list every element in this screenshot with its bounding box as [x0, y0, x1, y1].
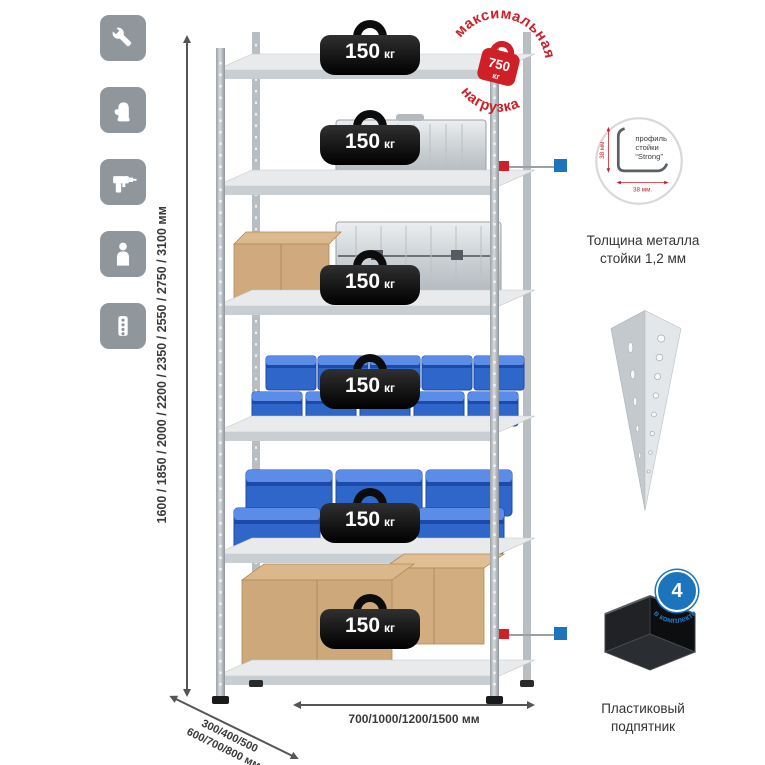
- svg-text:в комплекте: в комплекте: [652, 608, 699, 625]
- wrench-icon: [100, 15, 146, 61]
- max-load-stamp: максимальная нагрузка 750 кг: [425, 0, 573, 139]
- rack-post-back-right: [523, 32, 531, 684]
- blue-marker: [554, 627, 567, 640]
- profile-dim-bottom: 38 мм.: [633, 187, 652, 194]
- corner-post-photo: [610, 310, 682, 511]
- stamp-arc-bottom-text: нагрузка: [454, 82, 525, 123]
- red-marker: [499, 629, 509, 639]
- height-dimension-label: 1600 / 1850 / 2000 / 2200 / 2350 / 2550 …: [155, 206, 170, 524]
- profile-callout: 38 мм 38 мм. профиль стойки “Strong”: [595, 117, 683, 205]
- work-glove-icon: [100, 87, 146, 133]
- profile-label-1: профиль: [635, 134, 667, 143]
- blue-marker: [554, 159, 567, 172]
- rack-foot: [212, 696, 229, 704]
- weight-handle-icon: [353, 110, 387, 127]
- callout-connector-top: [500, 166, 562, 168]
- max-load-weight-icon: 750 кг: [477, 40, 520, 86]
- width-dimension-label: 700/1000/1200/1500 мм: [348, 712, 480, 726]
- width-dimension-line: [293, 701, 535, 708]
- max-load-value: 750: [487, 55, 512, 75]
- weight-handle-icon: [353, 250, 387, 267]
- weight-handle-icon: [353, 20, 387, 37]
- person-icon: [100, 231, 146, 277]
- post-profile-drawing: [616, 127, 669, 173]
- rack-foot: [486, 696, 503, 704]
- profile-caption: Толщина металла стойки 1,2 мм: [586, 233, 700, 267]
- red-marker: [499, 161, 509, 171]
- weight-handle-icon: [353, 488, 387, 505]
- perforated-profile-icon: [100, 303, 146, 349]
- foot-caption: Пластиковый подпятник: [601, 701, 685, 735]
- included-count-badge: 4: [656, 570, 698, 612]
- height-dimension-line: [183, 35, 190, 697]
- included-count: 4: [671, 579, 683, 602]
- profile-label-2: стойки: [635, 143, 658, 152]
- included-arc-text: в комплекте: [652, 608, 699, 625]
- svg-text:нагрузка: нагрузка: [454, 82, 525, 123]
- shelf-load-value: 150: [344, 40, 381, 63]
- shelf-load-unit: кг: [384, 47, 396, 61]
- callout-connector-bottom: [500, 634, 562, 636]
- profile-label-3: “Strong”: [635, 152, 663, 161]
- drill-icon: [100, 159, 146, 205]
- max-load-unit: кг: [491, 71, 501, 82]
- profile-dim-side: 38 мм: [599, 141, 606, 158]
- rack-post-back-left: [252, 32, 260, 684]
- weight-handle-icon: [353, 354, 387, 371]
- weight-handle-icon: [353, 594, 387, 611]
